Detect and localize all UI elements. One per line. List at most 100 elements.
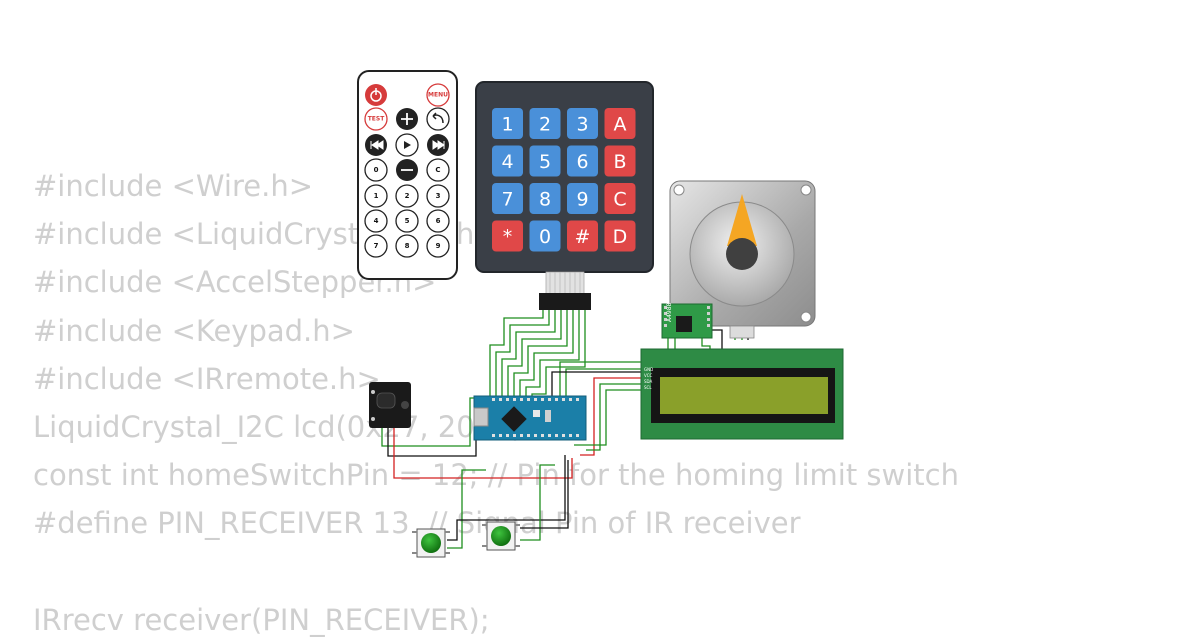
digit-button[interactable] xyxy=(426,234,450,258)
digit-label: 7 xyxy=(374,242,379,250)
wire xyxy=(520,460,569,529)
arduino-nano xyxy=(473,395,587,441)
digit-label: 3 xyxy=(436,192,441,200)
push-button-home[interactable] xyxy=(412,528,450,558)
driver-label: A4988 xyxy=(666,302,673,322)
keypad-key[interactable] xyxy=(492,220,523,252)
digit-button[interactable] xyxy=(364,234,388,258)
keypad-key-label: 0 xyxy=(539,226,551,248)
wire xyxy=(489,310,544,400)
code-line: const int homeSwitchPin = 12; // Pin for… xyxy=(33,458,959,493)
keypad-key[interactable] xyxy=(604,220,636,252)
push-button-2[interactable] xyxy=(482,521,520,551)
motor-pointer xyxy=(727,194,757,246)
lcd-pin: VCC xyxy=(644,373,653,378)
wire xyxy=(531,310,586,398)
wire xyxy=(393,428,573,479)
keypad-key[interactable] xyxy=(529,145,561,177)
keypad-key-label: 6 xyxy=(576,151,588,173)
keypad-key[interactable] xyxy=(567,145,598,177)
keypad-key-label: D xyxy=(613,226,628,248)
keypad-key[interactable] xyxy=(604,145,636,177)
wire xyxy=(586,383,655,451)
keypad-key-label: B xyxy=(613,151,626,173)
digit-label: 1 xyxy=(374,192,379,200)
keypad-key[interactable] xyxy=(492,108,523,139)
keypad-key[interactable] xyxy=(492,145,523,177)
keypad-key[interactable] xyxy=(529,220,561,252)
back-button[interactable] xyxy=(426,107,450,131)
lcd-display: GND VCC SDA SCL xyxy=(640,348,844,440)
lcd-screen xyxy=(660,377,828,414)
test-label: TEST xyxy=(368,116,386,123)
menu-label: MENU xyxy=(428,92,448,99)
wire xyxy=(447,469,486,549)
wire xyxy=(520,464,555,541)
digit-button[interactable] xyxy=(426,209,450,233)
keypad-key-label: 9 xyxy=(576,189,588,211)
keypad-key-label: A xyxy=(614,114,627,136)
clear-button[interactable] xyxy=(426,158,450,182)
digit-button[interactable] xyxy=(364,184,388,208)
wire xyxy=(525,310,580,398)
digit-button[interactable] xyxy=(395,234,419,258)
test-button[interactable] xyxy=(364,107,388,131)
code-line: #include <AccelStepper.h> xyxy=(33,265,437,300)
keypad-key[interactable] xyxy=(604,108,636,139)
keypad-key-label: 3 xyxy=(576,114,588,136)
keypad-key[interactable] xyxy=(529,108,561,139)
digit-button[interactable] xyxy=(395,184,419,208)
menu-button[interactable] xyxy=(426,83,450,107)
keypad-key[interactable] xyxy=(492,183,523,214)
wire xyxy=(519,310,574,398)
wire xyxy=(387,428,477,457)
keypad-key-label: # xyxy=(575,226,591,248)
wire xyxy=(501,310,556,398)
keypad-key-label: * xyxy=(503,226,513,248)
play-icon xyxy=(404,141,411,149)
digit-label: 0 xyxy=(374,166,379,174)
keypad-key-label: C xyxy=(613,189,626,211)
prev-icon xyxy=(370,140,384,150)
motor-shaft xyxy=(726,238,758,270)
ir-remote[interactable]: MENU TEST 0 C 1 2 3 4 5 6 7 xyxy=(357,70,458,280)
wire xyxy=(551,371,655,400)
keypad-key[interactable] xyxy=(604,183,636,214)
keypad-key[interactable] xyxy=(567,220,598,252)
keypad-key-label: 8 xyxy=(539,189,551,211)
digit-button[interactable] xyxy=(364,158,388,182)
wire xyxy=(513,310,568,398)
next-icon xyxy=(432,140,445,150)
keypad-key-label: 1 xyxy=(501,114,513,136)
circuit-diagram: MENU TEST 0 C 1 2 3 4 5 6 7 xyxy=(357,70,844,558)
keypad-header xyxy=(539,293,591,310)
ir-receiver xyxy=(369,382,411,428)
wire xyxy=(381,397,478,447)
digit-button[interactable] xyxy=(426,184,450,208)
lcd-pin: GND xyxy=(644,367,653,372)
digit-label: 6 xyxy=(436,217,441,225)
digit-label: 2 xyxy=(405,192,410,200)
back-icon xyxy=(432,112,444,124)
wire xyxy=(574,389,655,446)
wire xyxy=(507,310,562,398)
stepper-driver: A4988 xyxy=(661,302,713,339)
lcd-pin: SDA xyxy=(644,379,653,384)
code-line: #include <Wire.h> xyxy=(33,169,314,203)
keypad-key-label: 7 xyxy=(501,189,513,211)
keypad-key[interactable] xyxy=(567,183,598,214)
digit-button[interactable] xyxy=(364,209,388,233)
digit-label: 5 xyxy=(405,217,410,225)
digit-label: 8 xyxy=(405,242,410,250)
keypad-key[interactable] xyxy=(529,183,561,214)
keypad-key-label: 2 xyxy=(539,114,551,136)
digit-label: 4 xyxy=(374,217,379,225)
digit-button[interactable] xyxy=(395,209,419,233)
code-line: #include <IRremote.h> xyxy=(33,361,381,396)
keypad-key-label: 5 xyxy=(539,151,551,173)
digit-label: C xyxy=(435,166,440,174)
wire xyxy=(580,377,655,456)
wire xyxy=(447,455,566,541)
keypad-key[interactable] xyxy=(567,108,598,139)
